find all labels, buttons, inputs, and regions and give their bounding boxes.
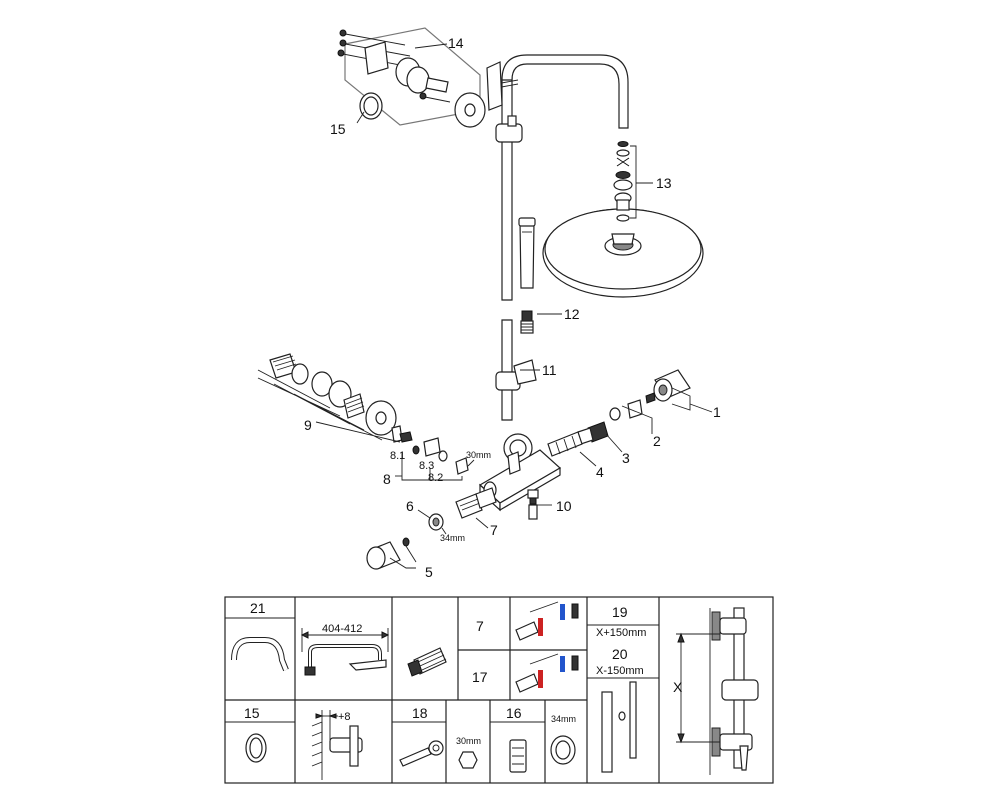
cell-21: 21 <box>231 600 289 672</box>
callout-6: 6 <box>406 498 414 514</box>
cell-16: 16 <box>506 705 527 773</box>
cell-19-label: 19 <box>612 604 628 620</box>
slider-part-11 <box>495 359 537 391</box>
dim-x-plus-150: X+150mm <box>596 627 646 639</box>
callout-9: 9 <box>304 417 312 433</box>
hand-shower <box>518 217 536 289</box>
callout-5: 5 <box>425 564 433 580</box>
cell-arm-length: 404-412 <box>300 623 390 676</box>
dim-x: X <box>673 679 683 695</box>
callout-8-1: 8.1 <box>390 450 405 462</box>
thermometer-red-icon <box>538 618 543 636</box>
cell-15-label: 15 <box>244 705 260 721</box>
dim-30mm-table: 30mm <box>456 736 481 746</box>
cell-nut-30mm: 30mm <box>456 736 481 769</box>
callout-8-3: 8.3 <box>419 460 434 472</box>
thermometer-red-icon-2 <box>538 670 543 688</box>
cell-21-label: 21 <box>250 600 266 616</box>
callout-8-2: 8.2 <box>428 472 443 484</box>
dim-34mm: 34mm <box>440 533 465 543</box>
cell-7-label: 7 <box>476 618 484 634</box>
left-cartridge-parts-9 <box>269 353 413 443</box>
cell-15: 15 <box>244 705 267 763</box>
callout-4: 4 <box>596 464 604 480</box>
callout-14: 14 <box>448 35 464 51</box>
callout-3: 3 <box>622 450 630 466</box>
thermometer-blue-icon <box>560 604 565 620</box>
ball-joint-parts-13 <box>613 141 633 222</box>
wall-bracket-collar <box>495 115 523 143</box>
cell-x-riser: X <box>673 607 759 775</box>
cell-cartridge <box>407 647 447 677</box>
leader-lines <box>257 43 713 569</box>
callout-11: 11 <box>542 362 557 378</box>
cell-16-label: 16 <box>506 705 522 721</box>
cover-ring-15 <box>359 92 383 120</box>
cell-ring-34mm: 34mm <box>550 714 576 765</box>
hose-nut-part-12 <box>520 310 534 334</box>
callout-15: 15 <box>330 121 346 137</box>
cell-wall-offset: +8 <box>311 710 363 780</box>
dim-x-minus-150: X-150mm <box>596 665 644 677</box>
cell-18-label: 18 <box>412 705 428 721</box>
cell-20-label: 20 <box>612 646 628 662</box>
callout-8: 8 <box>383 471 391 487</box>
head-shower <box>542 208 704 298</box>
cell-18: 18 <box>399 705 444 767</box>
spare-parts-table <box>224 596 774 784</box>
thermometer-blue-icon-2 <box>560 656 565 672</box>
callout-7: 7 <box>490 522 498 538</box>
right-handle-parts <box>547 369 691 457</box>
dim-plus-8: +8 <box>338 711 351 723</box>
cell-19-20: 19 X+150mm 20 X-150mm <box>596 604 646 773</box>
callout-1: 1 <box>713 404 721 420</box>
drain-plug-10 <box>527 489 539 520</box>
lower-parts-5-6-7 <box>366 487 497 570</box>
dim-34mm-table: 34mm <box>551 714 576 724</box>
callout-12: 12 <box>564 306 580 322</box>
cell-7-17: 7 17 <box>472 601 579 693</box>
callout-13: 13 <box>656 175 672 191</box>
callout-2: 2 <box>653 433 661 449</box>
callout-10: 10 <box>556 498 572 514</box>
dim-404-412: 404-412 <box>322 623 362 635</box>
dim-30mm: 30mm <box>466 450 491 460</box>
cell-17-label: 17 <box>472 669 488 685</box>
callout-labels: 14 15 13 12 11 1 2 3 4 9 8.1 8.3 8.2 30m… <box>304 35 721 580</box>
check-valve-parts-8 <box>412 437 469 475</box>
